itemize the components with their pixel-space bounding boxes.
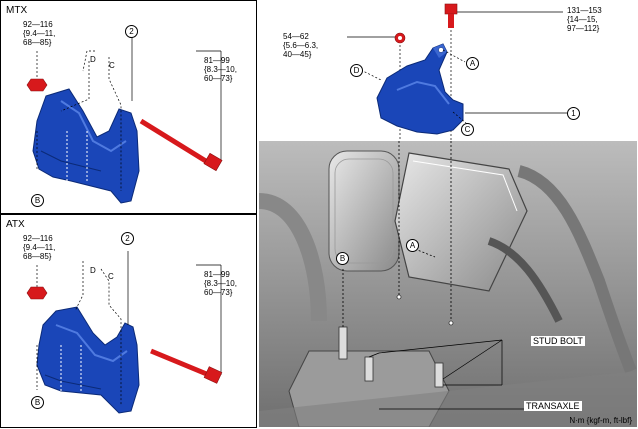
stud-bolt-label: STUD BOLT <box>531 336 585 346</box>
atx-top-torque: 92—116 {9.4—11, 68—85} <box>23 234 56 261</box>
main-callout-a-top: A <box>466 57 479 70</box>
atx-diagram <box>26 251 223 414</box>
mtx-title: MTX <box>6 5 28 16</box>
mtx-callout-c: C <box>109 61 115 70</box>
atx-bracket-shape <box>36 306 140 414</box>
photo-callout-b: B <box>336 252 349 265</box>
mtx-bolt-icon <box>139 118 223 172</box>
atx-nut-icon <box>26 286 48 300</box>
main-bolt-icon <box>444 3 458 28</box>
transaxle-label: TRANSAXLE <box>524 401 582 411</box>
mtx-panel: MTX 92—116 {9.4—11, 68—85} 81—99 {8.3—10… <box>0 0 257 214</box>
mtx-diagram <box>26 37 223 204</box>
mtx-part-number: 2 <box>125 25 138 38</box>
photo-callout-a: A <box>406 239 419 252</box>
atx-part-number: 2 <box>121 232 134 245</box>
atx-bolt-icon <box>150 348 223 384</box>
torque-unit-label: N·m {kgf-m, ft-lbf} <box>569 416 632 425</box>
main-callout-d: D <box>350 64 363 77</box>
mtx-bolt-torque: 81—99 {8.3—10, 60—73} <box>204 56 237 83</box>
main-bolt-torque: 131—153 {14—15, 97—112} <box>567 6 602 33</box>
main-callout-c: C <box>461 123 474 136</box>
atx-bolt-torque: 81—99 {8.3—10, 60—73} <box>204 270 237 297</box>
atx-callout-c: C <box>108 272 114 281</box>
engine-bay-photo <box>259 141 637 427</box>
main-exploded-diagram <box>347 3 567 150</box>
mtx-callout-d: D <box>90 55 96 64</box>
main-area: 54—62 {5.6—6.3, 40—45} 131—153 {14—15, 9… <box>257 0 638 428</box>
main-nut-torque: 54—62 {5.6—6.3, 40—45} <box>283 32 319 59</box>
mtx-bracket-shape <box>32 88 140 204</box>
engine-bay-illustration <box>259 141 637 427</box>
mtx-nut-icon <box>26 78 48 92</box>
mtx-top-torque: 92—116 {9.4—11, 68—85} <box>23 20 56 47</box>
main-nut-icon <box>394 32 406 44</box>
main-mount-shape <box>376 43 464 135</box>
atx-callout-d: D <box>90 266 96 275</box>
mtx-callout-b: B <box>31 194 44 207</box>
atx-callout-b: B <box>31 396 44 409</box>
main-part-number: 1 <box>567 107 580 120</box>
atx-panel: ATX 92—116 {9.4—11, 68—85} 81—99 {8.3—10… <box>0 214 257 428</box>
atx-title: ATX <box>6 219 25 230</box>
